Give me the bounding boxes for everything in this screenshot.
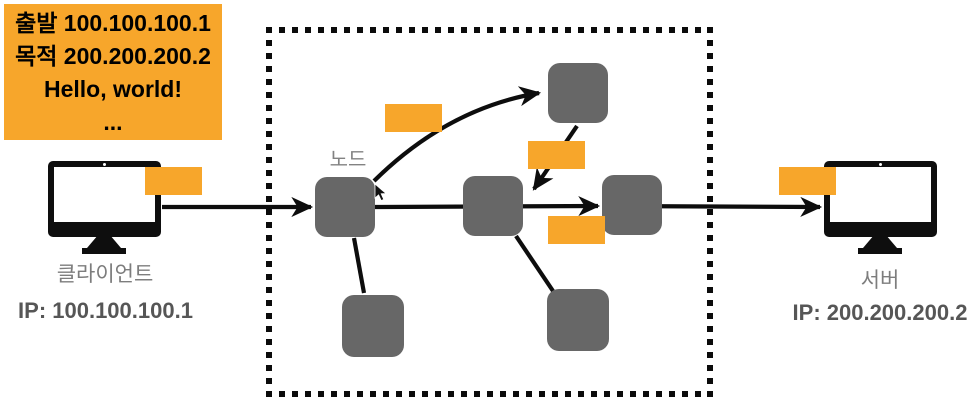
boundary-edge [266, 27, 713, 33]
packet-icon-at-server [779, 167, 836, 195]
packet-icon-on-arc [385, 104, 442, 132]
packet-icon-at-client [145, 167, 202, 195]
network-node-bottom-left [342, 295, 404, 357]
network-node-top [548, 63, 608, 123]
boundary-edge [707, 27, 713, 397]
network-node-4 [602, 175, 662, 235]
monitor-base [858, 248, 902, 254]
server-label: 서버 [860, 269, 900, 292]
client-ip-label: IP: 100.100.100.1 [18, 298, 193, 323]
boundary-edge [266, 391, 713, 397]
network-node-1 [315, 177, 375, 237]
packet-contents-callout: 출발 100.100.100.1 목적 200.200.200.2 Hello,… [4, 4, 222, 140]
monitor-stand [87, 236, 121, 248]
link-node1-to-bottom-left-node [351, 237, 367, 294]
link-node2-to-bottom-right-node [514, 234, 555, 293]
node-label: 노드 [329, 149, 367, 171]
packet-ellipsis-line: ... [103, 109, 123, 135]
monitor-frame [48, 161, 161, 237]
webcam-dot-icon [103, 163, 106, 166]
packet-source-line: 출발 100.100.100.1 [15, 10, 211, 36]
webcam-dot-icon [879, 163, 882, 166]
packet-payload-line: Hello, world! [44, 76, 182, 102]
packet-icon-at-node4 [548, 216, 605, 244]
network-node-2 [463, 176, 523, 236]
client-label: 클라이언트 [56, 263, 154, 286]
arrow-node1-to-top-node [372, 86, 542, 183]
network-boundary-box [266, 27, 713, 397]
mouse-cursor-icon [374, 184, 388, 202]
monitor-frame [824, 161, 937, 237]
monitor-stand [863, 236, 897, 248]
packet-icon-below-top-node [528, 141, 585, 169]
boundary-edge [266, 27, 272, 397]
server-ip-label: IP: 200.200.200.2 [792, 300, 968, 325]
monitor-base [82, 248, 126, 254]
network-node-bottom-right [547, 289, 609, 351]
packet-destination-line: 목적 200.200.200.2 [15, 43, 211, 69]
